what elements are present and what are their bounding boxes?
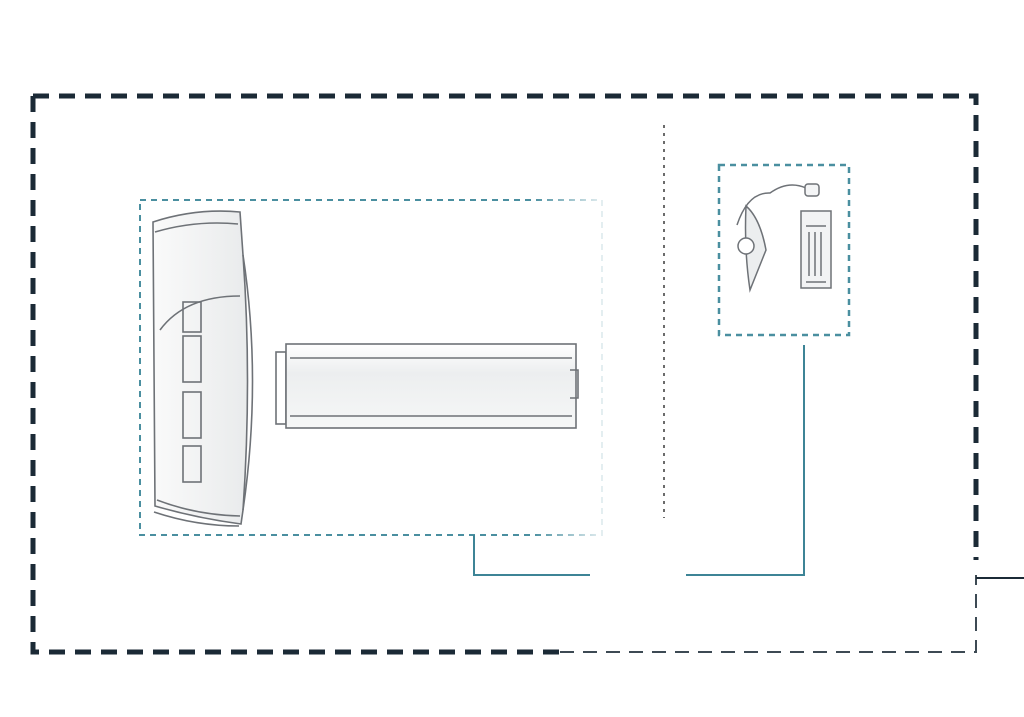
battery-charger-icon (152, 210, 254, 527)
charger-group-box (139, 199, 603, 536)
mouse-and-receiver-icon (736, 183, 832, 293)
battery-icon (275, 343, 579, 429)
charger-slot (182, 301, 202, 483)
outer-boundary (30, 93, 1024, 655)
connector-line (473, 345, 805, 576)
receiver-group-box (717, 163, 851, 337)
